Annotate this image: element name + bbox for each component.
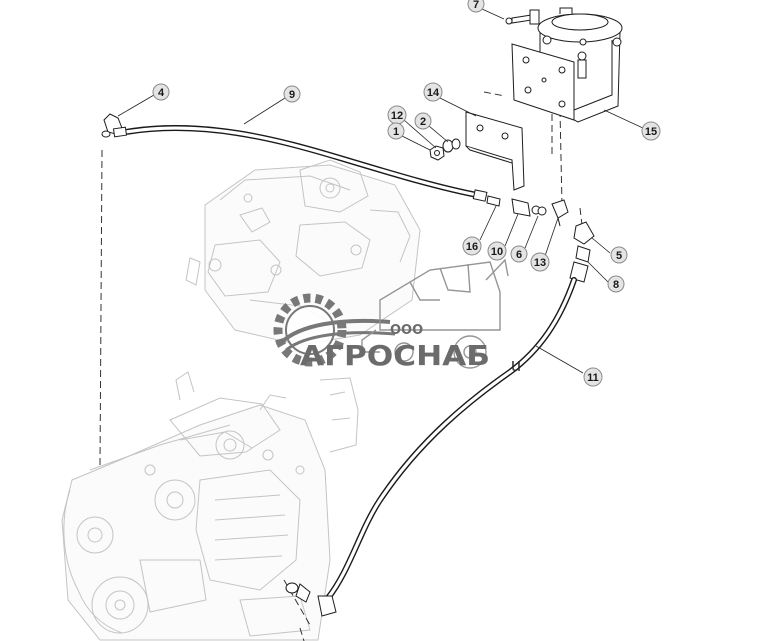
callout-9: 9 bbox=[283, 85, 301, 103]
callout-8: 8 bbox=[607, 275, 625, 293]
callout-4: 4 bbox=[152, 83, 170, 101]
filter-mounting-plate bbox=[511, 43, 575, 121]
callout-11: 11 bbox=[583, 367, 603, 387]
hose-part-9 bbox=[101, 113, 488, 202]
callout-15: 15 bbox=[641, 121, 661, 141]
fasteners-parts-1-2-12 bbox=[429, 138, 461, 161]
harvester-icon bbox=[361, 258, 509, 369]
callout-1: 1 bbox=[387, 122, 405, 140]
callout-13: 13 bbox=[530, 252, 550, 272]
hose-part-11 bbox=[285, 277, 577, 617]
fittings-parts-5-8 bbox=[569, 221, 595, 283]
callout-6: 6 bbox=[510, 245, 528, 263]
svg-text:14: 14 bbox=[427, 87, 440, 99]
callout-2: 2 bbox=[414, 112, 432, 130]
svg-text:2: 2 bbox=[420, 116, 426, 128]
watermark-logo: ООО АГРОСНАБ u bbox=[273, 258, 521, 375]
svg-text:4: 4 bbox=[158, 87, 165, 99]
leader-lines bbox=[117, 8, 646, 374]
engine-upper-ghost bbox=[185, 159, 421, 346]
engine-lower-ghost bbox=[61, 371, 359, 641]
gear-icon bbox=[273, 293, 396, 367]
svg-text:7: 7 bbox=[473, 0, 479, 11]
svg-text:10: 10 bbox=[491, 246, 503, 258]
svg-text:6: 6 bbox=[516, 249, 522, 261]
svg-text:15: 15 bbox=[645, 126, 657, 138]
callout-16: 16 bbox=[462, 236, 482, 256]
watermark-brand-text: АГРОСНАБ bbox=[300, 339, 490, 372]
callout-14: 14 bbox=[423, 82, 443, 102]
svg-text:8: 8 bbox=[613, 279, 619, 291]
callout-7: 7 bbox=[467, 0, 485, 13]
fittings-parts-16-10-6-13 bbox=[486, 195, 569, 227]
svg-text:1: 1 bbox=[393, 126, 399, 138]
bracket-part-14 bbox=[465, 111, 525, 191]
svg-text:12: 12 bbox=[391, 110, 403, 122]
svg-text:11: 11 bbox=[587, 372, 599, 384]
watermark-suffix-text: u bbox=[511, 355, 521, 375]
callout-10: 10 bbox=[487, 241, 507, 261]
assembly-dashed-lines bbox=[99, 91, 583, 641]
svg-text:16: 16 bbox=[466, 241, 478, 253]
bolt-part-7 bbox=[505, 9, 540, 25]
callout-5: 5 bbox=[610, 246, 628, 264]
svg-text:5: 5 bbox=[616, 250, 622, 262]
svg-text:13: 13 bbox=[534, 257, 546, 269]
callout-12: 12 bbox=[387, 105, 407, 125]
watermark-small-text: ООО bbox=[390, 323, 423, 338]
svg-text:9: 9 bbox=[289, 89, 295, 101]
